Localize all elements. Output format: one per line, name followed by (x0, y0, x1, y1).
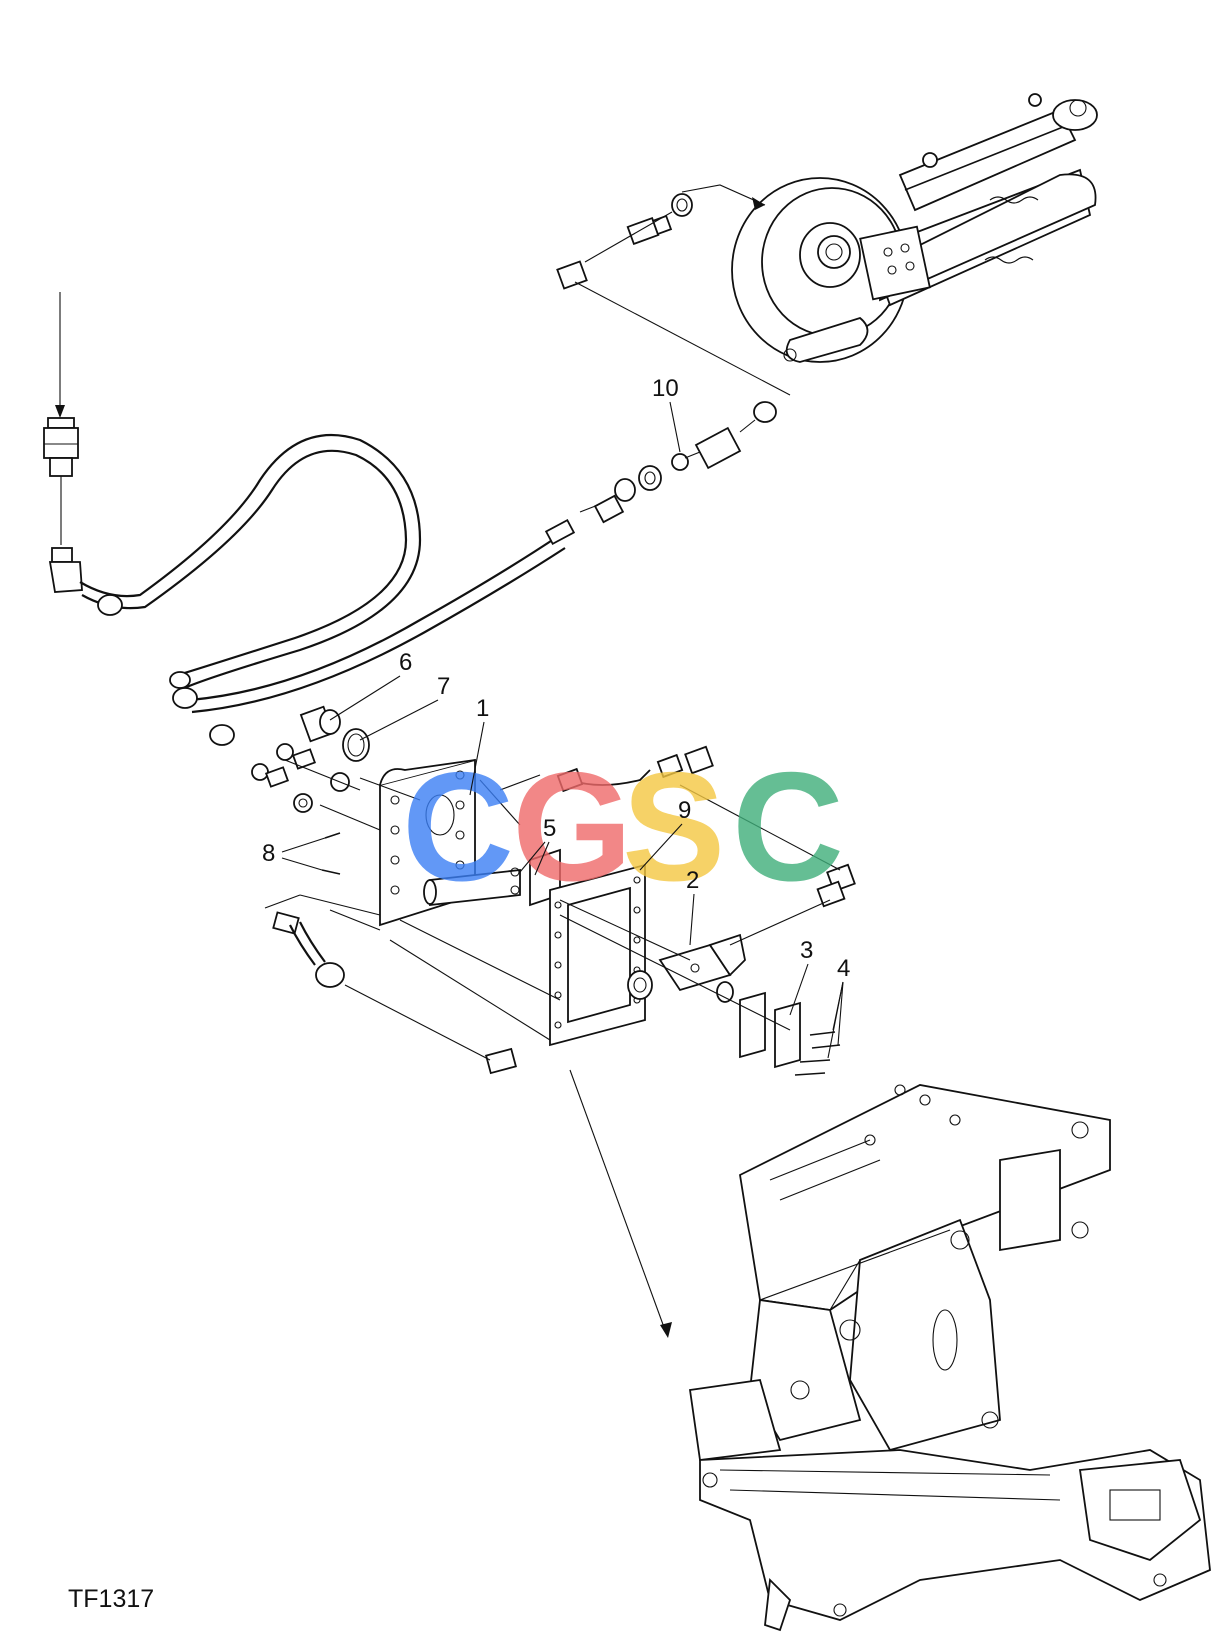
watermark: C G S C (402, 740, 844, 913)
figure-id: TF1317 (68, 1585, 155, 1613)
plug-and-oring (299, 705, 370, 762)
hydraulic-hoses (79, 433, 576, 746)
watermark-letter-c2: C (732, 740, 844, 913)
watermark-letter-c1: C (402, 740, 514, 913)
boom-cylinder-assembly (731, 93, 1098, 363)
callouts: 1 2 3 4 5 6 7 8 9 10 (262, 375, 850, 1059)
plate-fittings-left (251, 743, 350, 813)
assembly-lines (264, 759, 841, 1338)
watermark-letter-g: G (512, 740, 633, 913)
fitting-chain (579, 401, 777, 524)
flanges-and-bolts (716, 981, 841, 1076)
cylinder-port-fittings (556, 184, 791, 396)
callout-2: 2 (686, 867, 699, 894)
callout-1: 1 (476, 695, 489, 722)
callout-10: 10 (652, 375, 679, 402)
check-valve (627, 933, 746, 1000)
callout-4: 4 (837, 955, 850, 982)
watermark-letter-s: S (622, 740, 725, 913)
callout-9: 9 (678, 797, 691, 824)
callout-6: 6 (399, 649, 412, 676)
gasket-frame (549, 863, 646, 1047)
elbow-fittings-right (556, 745, 856, 908)
connecting-pipe (423, 868, 521, 907)
callout-5: 5 (543, 815, 556, 842)
callout-3: 3 (800, 937, 813, 964)
callout-7: 7 (437, 673, 450, 700)
callout-8: 8 (262, 840, 275, 867)
left-fittings (43, 292, 83, 593)
lower-hose (272, 911, 517, 1075)
upper-frame-chassis (688, 1084, 1211, 1632)
